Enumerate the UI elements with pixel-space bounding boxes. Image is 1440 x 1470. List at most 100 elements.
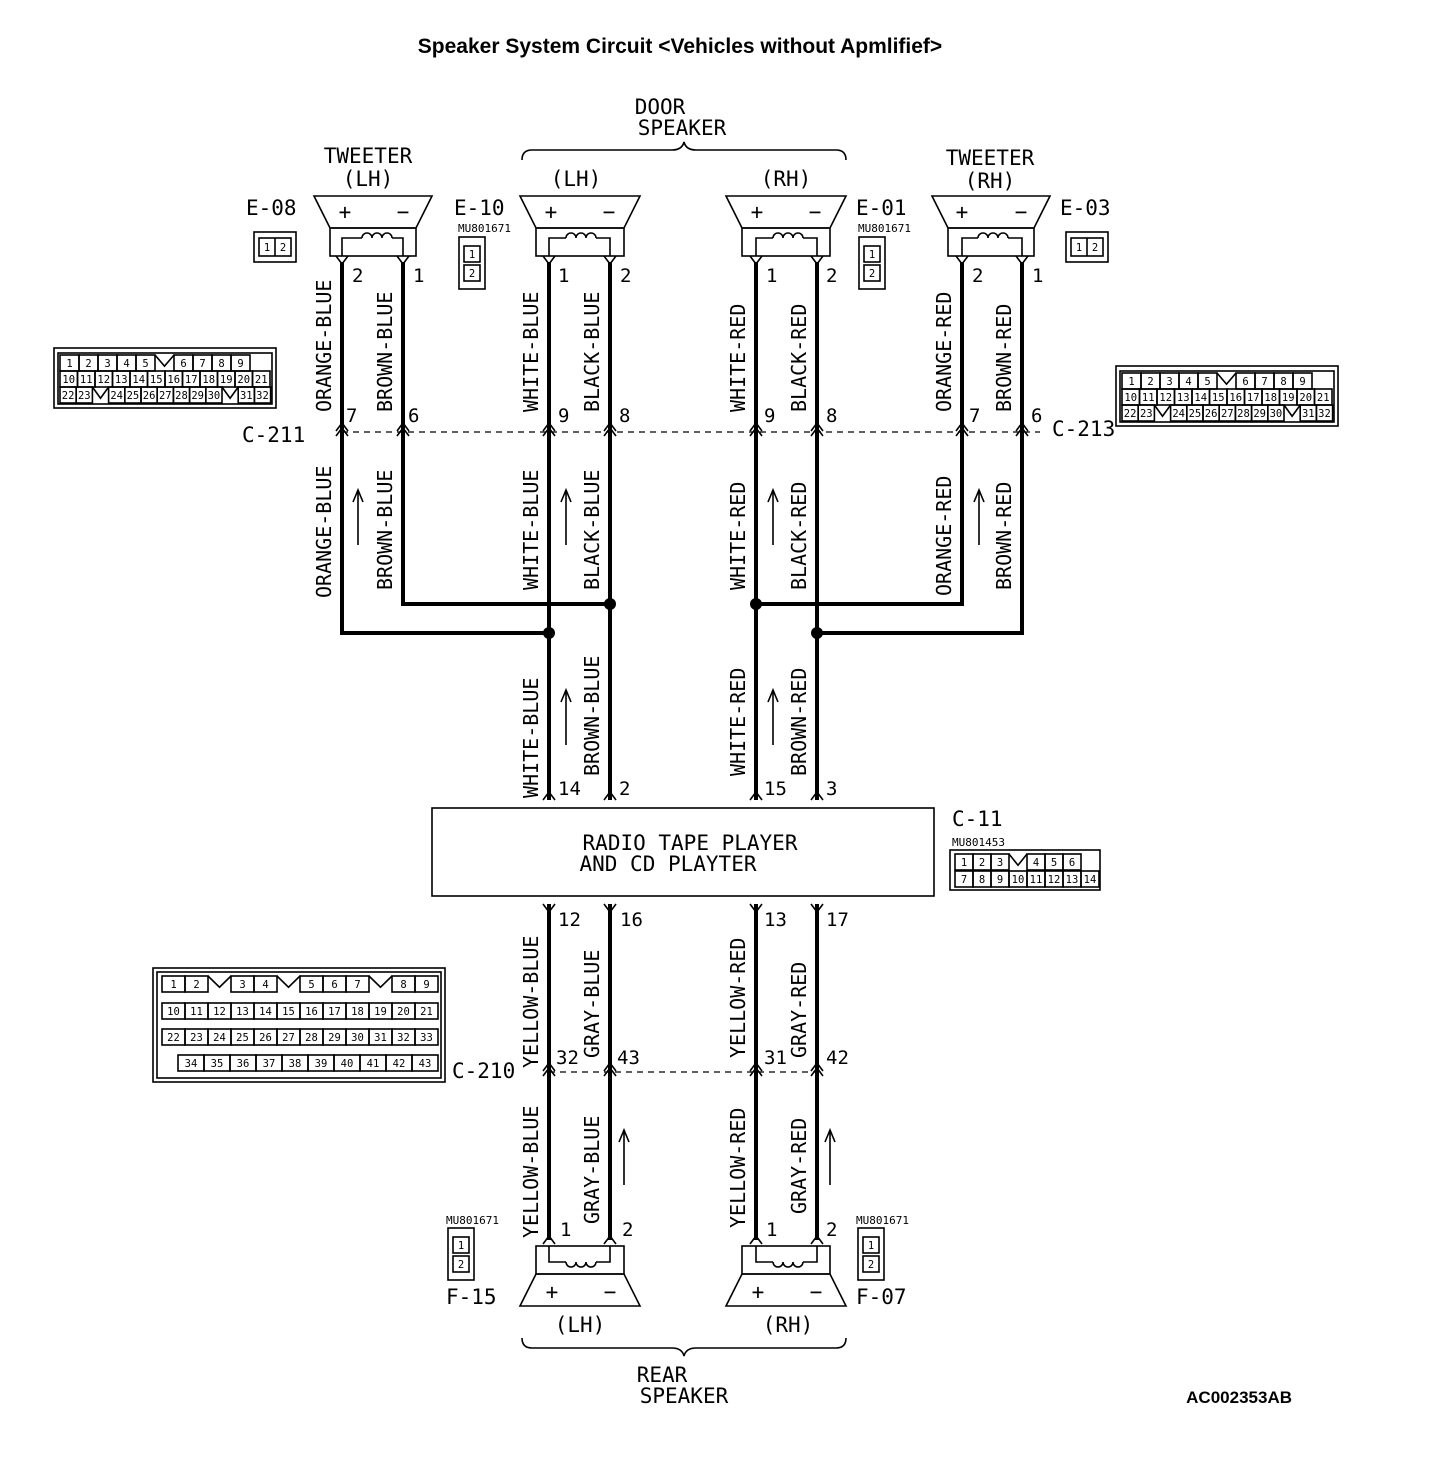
radio-top-pins: 14 2 15 3 — [558, 778, 837, 800]
svg-text:ORANGE-RED: ORANGE-RED — [932, 476, 956, 596]
pin-cell-number: 30 — [1270, 408, 1283, 420]
pin-cell-number: 25 — [127, 390, 140, 402]
pin-cell-number: 21 — [1317, 392, 1330, 404]
pin-cell-number: 17 — [328, 1006, 341, 1018]
pin-cell — [411, 1054, 439, 1072]
pin-cell-number: 23 — [1140, 408, 1153, 420]
svg-text:WHITE-BLUE: WHITE-BLUE — [519, 678, 543, 798]
plus-sign: + — [545, 200, 558, 224]
pin-cell-number: 2 — [85, 358, 91, 370]
svg-text:YELLOW-BLUE: YELLOW-BLUE — [519, 1106, 543, 1238]
svg-text:1: 1 — [766, 265, 777, 287]
svg-text:12: 12 — [558, 909, 581, 931]
pin-cell-number: 20 — [1299, 392, 1312, 404]
door-lh-side: (LH) — [551, 167, 602, 191]
pin-cell-number: 2 — [193, 979, 199, 991]
key-notch — [1153, 404, 1172, 418]
pin-cell-number: 16 — [167, 374, 180, 386]
pin-cell-number: 11 — [80, 374, 93, 386]
key-notch — [1008, 853, 1028, 867]
door-brace — [521, 141, 847, 161]
rear-lh-connector: F-15 — [446, 1285, 497, 1309]
svg-text:ORANGE-BLUE: ORANGE-BLUE — [312, 280, 336, 412]
svg-text:2: 2 — [869, 268, 875, 280]
pin-cell-number: 11 — [1030, 874, 1043, 886]
speaker-body — [741, 227, 831, 257]
rear-rh-side: (RH) — [763, 1313, 814, 1337]
pin-cell-number: 9 — [423, 979, 429, 991]
pin-cell-number: 22 — [167, 1032, 180, 1044]
pin-cell-number: 7 — [1261, 376, 1267, 388]
pin-cell-number: 3 — [997, 857, 1003, 869]
pin-cell-number: 29 — [191, 390, 204, 402]
c211-label: C-211 — [242, 423, 305, 447]
radio-label-2: AND CD PLAYTER — [579, 852, 756, 876]
pin-cell-number: 15 — [282, 1006, 295, 1018]
coil-leads — [548, 237, 611, 256]
pin-cell-number: 8 — [1280, 376, 1286, 388]
speaker-symbol — [518, 1273, 642, 1307]
svg-text:2: 2 — [1092, 242, 1098, 254]
tweeter-rh-connector: E-03 — [1060, 196, 1111, 220]
svg-text:2: 2 — [469, 268, 475, 280]
pin-cell-number: 6 — [1069, 857, 1075, 869]
svg-text:1: 1 — [766, 1219, 777, 1241]
pin-cell-number: 10 — [62, 374, 75, 386]
coil-icon — [772, 1261, 804, 1268]
svg-text:2: 2 — [280, 242, 286, 254]
svg-text:WHITE-RED: WHITE-RED — [726, 304, 750, 412]
pin-cell-number: 6 — [1242, 376, 1248, 388]
door-rh-side: (RH) — [761, 167, 812, 191]
pin-cell-number: 19 — [220, 374, 233, 386]
svg-text:6: 6 — [408, 405, 419, 427]
door-speaker-group: DOOR SPEAKER — [521, 95, 847, 161]
pin-cell-number: 10 — [1124, 392, 1137, 404]
pin-cell — [1080, 870, 1100, 888]
svg-text:BROWN-BLUE: BROWN-BLUE — [580, 656, 604, 776]
pin-cell-number: 32 — [397, 1032, 410, 1044]
coil-icon — [772, 232, 804, 239]
radio-tape-player: RADIO TAPE PLAYER AND CD PLAYTER C-11 MU… — [431, 807, 1101, 897]
pin-cell-number: 29 — [328, 1032, 341, 1044]
svg-text:2: 2 — [352, 265, 363, 287]
pin-cell-number: 17 — [1247, 392, 1260, 404]
key-notch — [368, 975, 393, 989]
diagram-title: Speaker System Circuit <Vehicles without… — [418, 35, 942, 58]
rear-label-2: SPEAKER — [640, 1384, 729, 1408]
speaker-pins: 2 1 1 2 1 2 2 1 — [352, 265, 1043, 287]
pin-cell-number: 43 — [419, 1058, 432, 1070]
pin-cell-number: 13 — [236, 1006, 249, 1018]
pin-cell-number: 9 — [1299, 376, 1305, 388]
pin-cell-number: 28 — [305, 1032, 318, 1044]
tweeter-lh: TWEETER (LH) E-08 + − 1 2 — [246, 144, 434, 263]
speaker-symbol — [724, 1273, 848, 1307]
pin-cell-number: 28 — [1237, 408, 1250, 420]
pin-cell-number: 11 — [1142, 392, 1155, 404]
pin-cell-number: 5 — [1051, 857, 1057, 869]
pin-cell-number: 31 — [374, 1032, 387, 1044]
pin-cell-number: 24 — [213, 1032, 226, 1044]
svg-text:+: + — [752, 1280, 765, 1304]
door-speaker-lh: (LH) E-10 MU801671 + − 1 2 — [454, 167, 642, 290]
svg-text:2: 2 — [972, 265, 983, 287]
svg-text:ORANGE-RED: ORANGE-RED — [932, 292, 956, 412]
svg-text:1: 1 — [869, 249, 875, 261]
svg-text:YELLOW-RED: YELLOW-RED — [726, 1108, 750, 1228]
pin-cell-number: 11 — [190, 1006, 203, 1018]
tweeter-lh-connector: E-08 — [246, 196, 297, 220]
svg-text:BROWN-RED: BROWN-RED — [992, 304, 1016, 412]
pin-cell — [1315, 404, 1334, 422]
rear-lh-side: (LH) — [555, 1313, 606, 1337]
upper-wires — [335, 255, 1040, 801]
key-notch — [1216, 372, 1237, 386]
pin-cell-number: 35 — [211, 1058, 224, 1070]
speaker-symbol — [518, 195, 642, 229]
coil-leads — [548, 1246, 611, 1263]
minus-sign: − — [603, 200, 616, 224]
tweeter-rh: TWEETER (RH) E-03 + − 1 2 — [930, 146, 1111, 263]
upper-wire-labels: ORANGE-BLUE BROWN-BLUE WHITE-BLUE BLACK-… — [312, 280, 1016, 798]
svg-text:8: 8 — [826, 405, 837, 427]
svg-text:9: 9 — [764, 405, 775, 427]
svg-text:2: 2 — [826, 1219, 837, 1241]
